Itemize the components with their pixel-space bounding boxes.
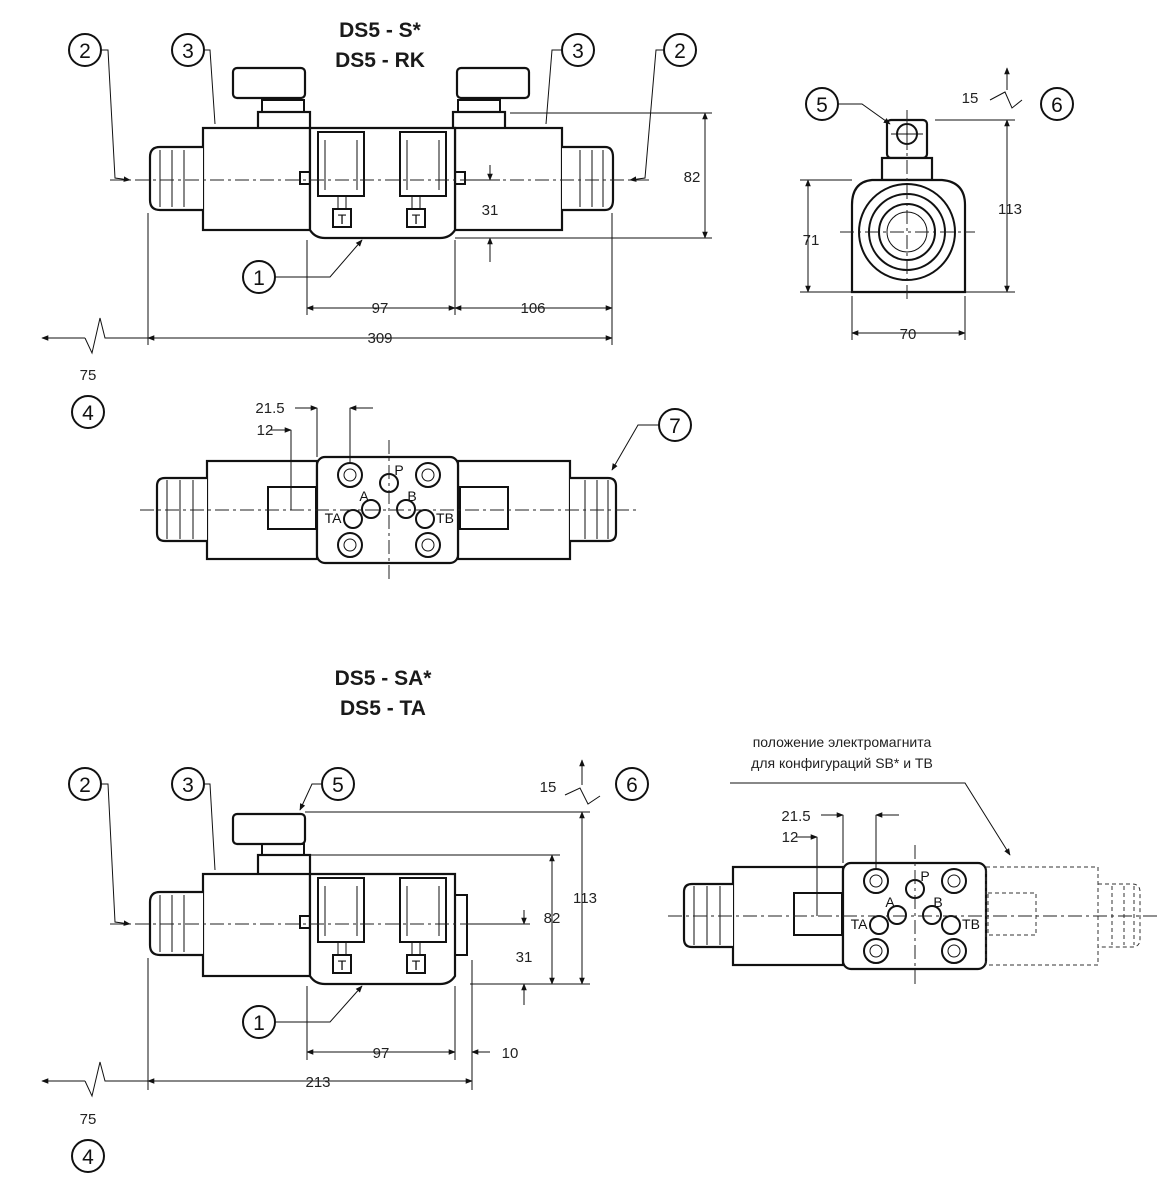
- port-p-bottom: P: [920, 868, 929, 884]
- dim-113-top: 113: [998, 201, 1022, 218]
- dim-12-top: 12: [257, 422, 274, 439]
- port-t-right: T: [412, 211, 421, 227]
- note-line1: положение электромагнита: [753, 734, 932, 750]
- callout-4-top: 4: [82, 402, 94, 425]
- port-b-bottom: B: [933, 894, 942, 910]
- port-b-top: B: [407, 488, 416, 504]
- port-ta-bottom: TA: [851, 916, 869, 932]
- port-tb-top: TB: [436, 510, 454, 526]
- bottom-side-dimensions: 82 113 31 15 97 10 213 75: [41, 759, 601, 1128]
- dim-71-top: 71: [803, 232, 820, 249]
- top-title-line2: DS5 - RK: [335, 49, 425, 72]
- callout-6-top: 6: [1051, 94, 1063, 117]
- callout-2-bottom: 2: [79, 774, 91, 797]
- dim-75-bottom: 75: [80, 1111, 97, 1128]
- callout-1-bottom: 1: [253, 1012, 265, 1035]
- callout-5-top: 5: [816, 94, 828, 117]
- dim-31-top: 31: [482, 202, 499, 219]
- top-title-line1: DS5 - S*: [339, 19, 422, 42]
- dim-31-bottom: 31: [516, 949, 533, 966]
- dim-12-bottom: 12: [782, 829, 799, 846]
- callout-7-top: 7: [669, 415, 681, 438]
- bottom-side-view: T T: [110, 812, 500, 986]
- dim-70-top: 70: [900, 326, 917, 343]
- top-end-view: [840, 110, 975, 300]
- dim-82-top: 82: [684, 169, 701, 186]
- dim-106-top: 106: [520, 300, 545, 317]
- top-side-dimensions: 82 31 97 106 309 75: [41, 112, 712, 384]
- bottom-title-line2: DS5 - TA: [340, 697, 426, 720]
- port-a-bottom: A: [885, 894, 895, 910]
- port-t-left: T: [338, 211, 347, 227]
- dim-75-top: 75: [80, 367, 97, 384]
- callout-2-right-top: 2: [674, 40, 686, 63]
- top-plan-view: P A B TA TB: [140, 440, 640, 580]
- bottom-title-line1: DS5 - SA*: [335, 667, 433, 690]
- top-callouts: 2 3 3 2 1 4: [68, 33, 697, 429]
- dim-213-bottom: 213: [305, 1074, 330, 1091]
- dim-21-5-top: 21.5: [255, 400, 284, 417]
- dim-10-bottom: 10: [502, 1045, 519, 1062]
- callout-2-left-top: 2: [79, 40, 91, 63]
- note-line2: для конфигураций SB* и TB: [751, 755, 933, 771]
- callout-3-right-top: 3: [572, 40, 584, 63]
- dim-97-bottom: 97: [373, 1045, 390, 1062]
- bottom-plan-view: P A B TA TB: [668, 845, 1160, 985]
- dim-82-bottom: 82: [544, 910, 561, 927]
- port-a-top: A: [359, 488, 369, 504]
- dim-15-top: 15: [962, 90, 979, 107]
- dim-309-top: 309: [367, 330, 392, 347]
- port-p-top: P: [394, 462, 403, 478]
- port-t-left-bottom: T: [338, 957, 347, 973]
- top-plan-dimensions: 21.5 12 7: [255, 400, 692, 510]
- bottom-callouts: 2 3 5 6 1 4: [68, 767, 649, 1173]
- dim-97-top: 97: [372, 300, 389, 317]
- dim-113-bottom: 113: [573, 890, 597, 907]
- port-ta-top: TA: [325, 510, 343, 526]
- callout-1-top: 1: [253, 267, 265, 290]
- top-end-dimensions: 71 113 70 15 5 6: [800, 67, 1074, 343]
- dim-15-bottom: 15: [540, 779, 557, 796]
- callout-5-bottom: 5: [332, 774, 344, 797]
- dim-21-5-bottom: 21.5: [781, 808, 810, 825]
- callout-6-bottom: 6: [626, 774, 638, 797]
- callout-4-bottom: 4: [82, 1146, 94, 1169]
- port-t-right-bottom: T: [412, 957, 421, 973]
- top-side-view: T T: [110, 66, 650, 240]
- port-tb-bottom: TB: [962, 916, 980, 932]
- bottom-plan-dimensions: 21.5 12: [781, 808, 899, 916]
- callout-3-bottom: 3: [182, 774, 194, 797]
- callout-3-left-top: 3: [182, 40, 194, 63]
- note-leader: [730, 782, 1011, 856]
